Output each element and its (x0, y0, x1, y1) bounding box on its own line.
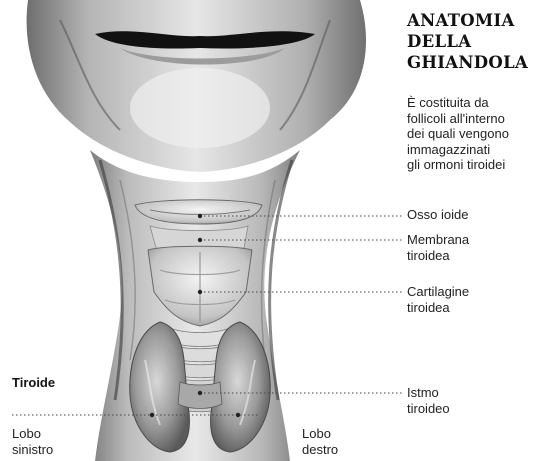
label-lobo-sinistro: Lobo sinistro (12, 426, 53, 457)
description-line: immagazzinati (407, 142, 547, 158)
label-line: Cartilagine (407, 284, 469, 300)
diagram-title: ANATOMIA DELLA GHIANDOLA (407, 10, 547, 73)
label-osso-ioide: Osso ioide (407, 207, 468, 223)
label-line: Istmo (407, 385, 450, 401)
chin (27, 0, 366, 172)
label-istmo-tiroideo: Istmo tiroideo (407, 385, 450, 416)
label-line: sinistro (12, 442, 53, 458)
title-line-3: GHIANDOLA (407, 52, 547, 73)
label-line: Lobo (12, 426, 53, 442)
label-membrana-tiroidea: Membrana tiroidea (407, 232, 469, 263)
label-osso-ioide-text: Osso ioide (407, 207, 468, 223)
description-line: dei quali vengono (407, 126, 547, 142)
label-line: Membrana (407, 232, 469, 248)
label-lobo-destro: Lobo destro (302, 426, 338, 457)
thyroid-isthmus (178, 382, 222, 409)
description-line: È costituita da (407, 95, 547, 111)
description-line: gli ormoni tiroidei (407, 157, 547, 173)
label-line: tiroideo (407, 401, 450, 417)
description-line: follicoli all'interno (407, 111, 547, 127)
label-line: tiroidea (407, 248, 469, 264)
diagram-description: È costituita da follicoli all'interno de… (407, 95, 547, 173)
label-tiroide: Tiroide (12, 375, 55, 390)
title-line-2: DELLA (407, 31, 547, 52)
label-line: Lobo (302, 426, 338, 442)
label-line: destro (302, 442, 338, 458)
label-line: tiroidea (407, 300, 469, 316)
title-line-1: ANATOMIA (407, 10, 547, 31)
label-cartilagine-tiroidea: Cartilagine tiroidea (407, 284, 469, 315)
